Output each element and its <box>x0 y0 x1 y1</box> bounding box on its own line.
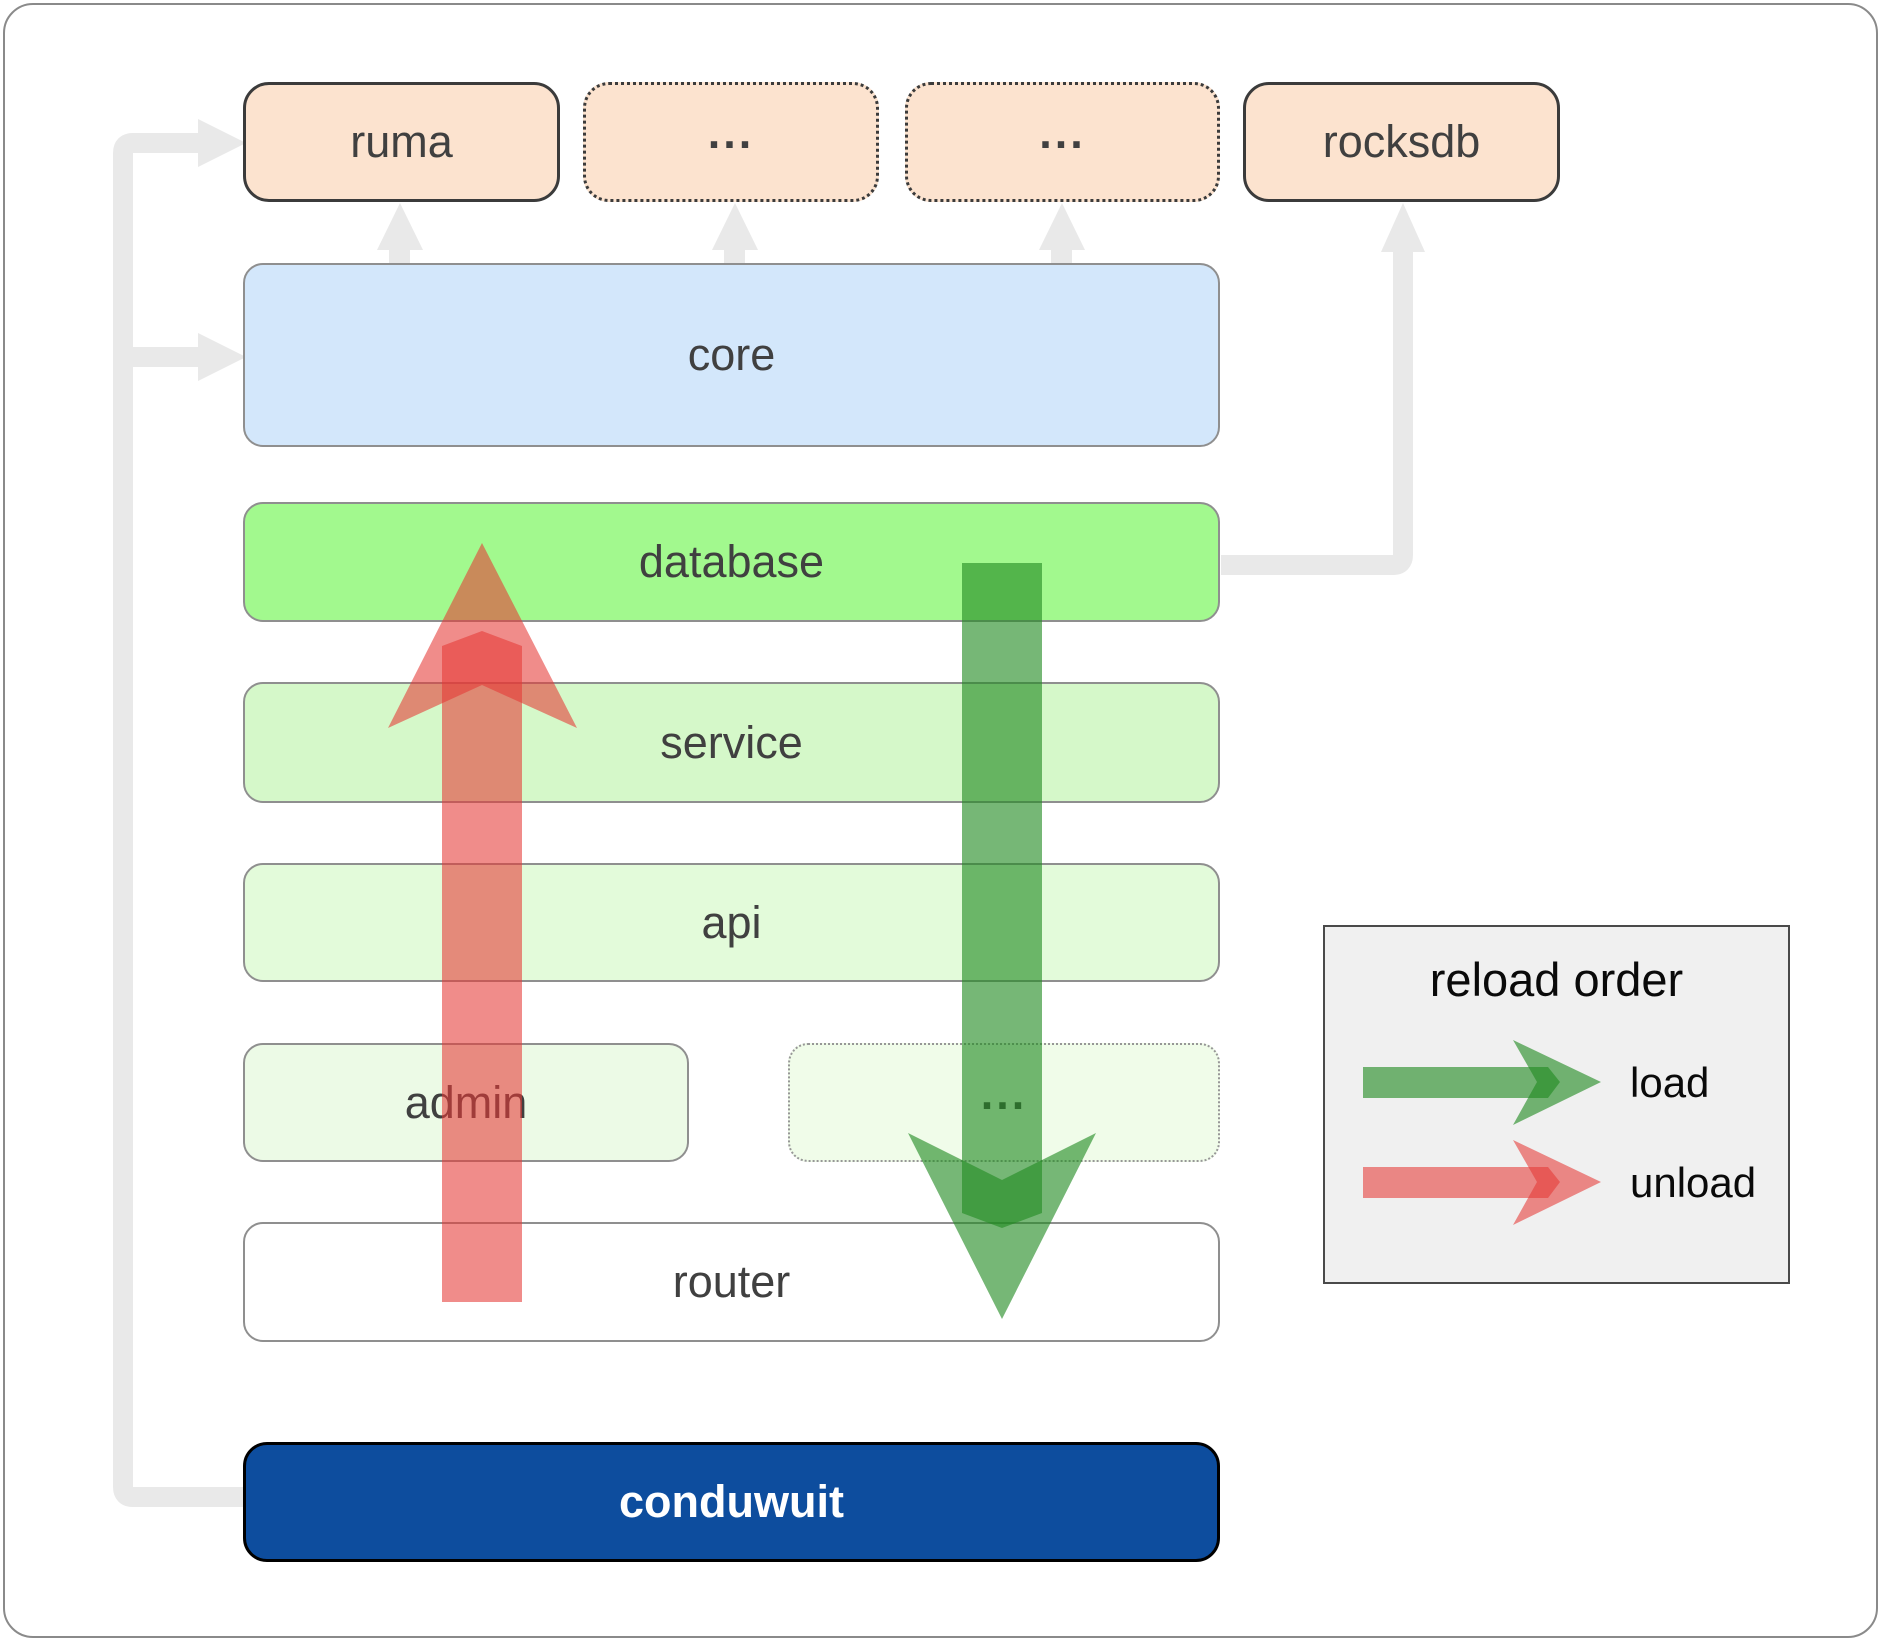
node-router-label: router <box>672 1256 791 1307</box>
node-core-label: core <box>687 329 776 380</box>
legend-load-label: load <box>1630 1059 1710 1106</box>
node-services-more-label: ... <box>980 1067 1028 1119</box>
node-conduwuit: conduwuit <box>243 1442 1220 1562</box>
node-deps-more-1: ... <box>583 82 879 202</box>
node-api: api <box>243 863 1220 982</box>
node-core: core <box>243 263 1220 447</box>
legend-title: reload order <box>1429 953 1684 1006</box>
legend-unload-label: unload <box>1630 1159 1757 1206</box>
node-conduwuit-label: conduwuit <box>619 1476 844 1527</box>
node-api-label: api <box>701 896 762 948</box>
node-rocksdb: rocksdb <box>1243 82 1560 202</box>
page-border <box>3 3 1878 1638</box>
node-ruma: ruma <box>243 82 560 202</box>
node-database: database <box>243 502 1220 622</box>
node-admin-label: admin <box>404 1076 528 1128</box>
node-rocksdb-label: rocksdb <box>1322 116 1481 167</box>
node-service-label: service <box>660 716 803 768</box>
node-deps-more-2: ... <box>905 82 1220 202</box>
node-admin: admin <box>243 1043 689 1162</box>
node-ruma-label: ruma <box>350 116 453 167</box>
node-deps-more-2-label: ... <box>1039 107 1086 158</box>
node-services-more: ... <box>788 1043 1220 1162</box>
node-service: service <box>243 682 1220 803</box>
node-router: router <box>243 1222 1220 1342</box>
node-deps-more-1-label: ... <box>707 107 755 158</box>
node-database-label: database <box>638 536 825 587</box>
